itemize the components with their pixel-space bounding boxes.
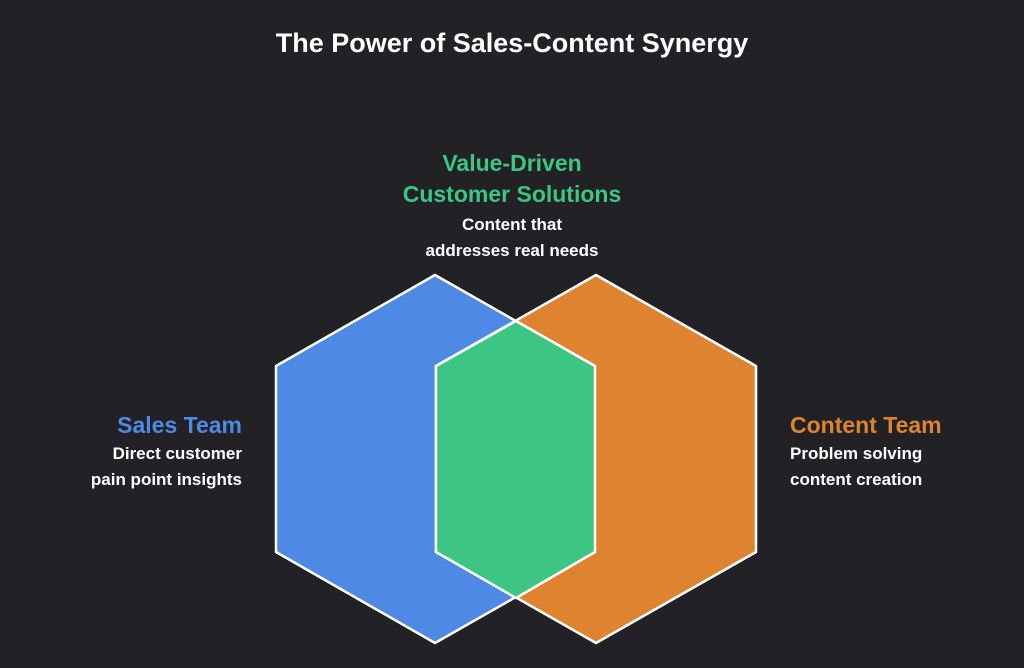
diagram-title: The Power of Sales-Content Synergy [275,28,749,58]
overlap-desc-line2: addresses real needs [425,241,599,260]
content-team-desc-line2: content creation [790,470,923,489]
overlap-hexagon [434,319,597,600]
sales-team-label: Sales Team Direct customer pain point in… [40,410,242,493]
sales-team-heading: Sales Team [117,412,242,438]
overlap-heading-line2: Customer Solutions [402,181,622,207]
content-team-label: Content Team Problem solving content cre… [790,410,1010,493]
sales-team-desc-line1: Direct customer [112,444,242,463]
content-team-heading: Content Team [790,412,942,438]
value-driven-label: Value-Driven Customer Solutions Content … [312,148,712,264]
overlap-heading-line1: Value-Driven [442,150,582,176]
overlap-desc-line1: Content that [461,215,563,234]
sales-team-desc-line2: pain point insights [90,470,242,489]
content-team-desc-line1: Problem solving [790,444,923,463]
